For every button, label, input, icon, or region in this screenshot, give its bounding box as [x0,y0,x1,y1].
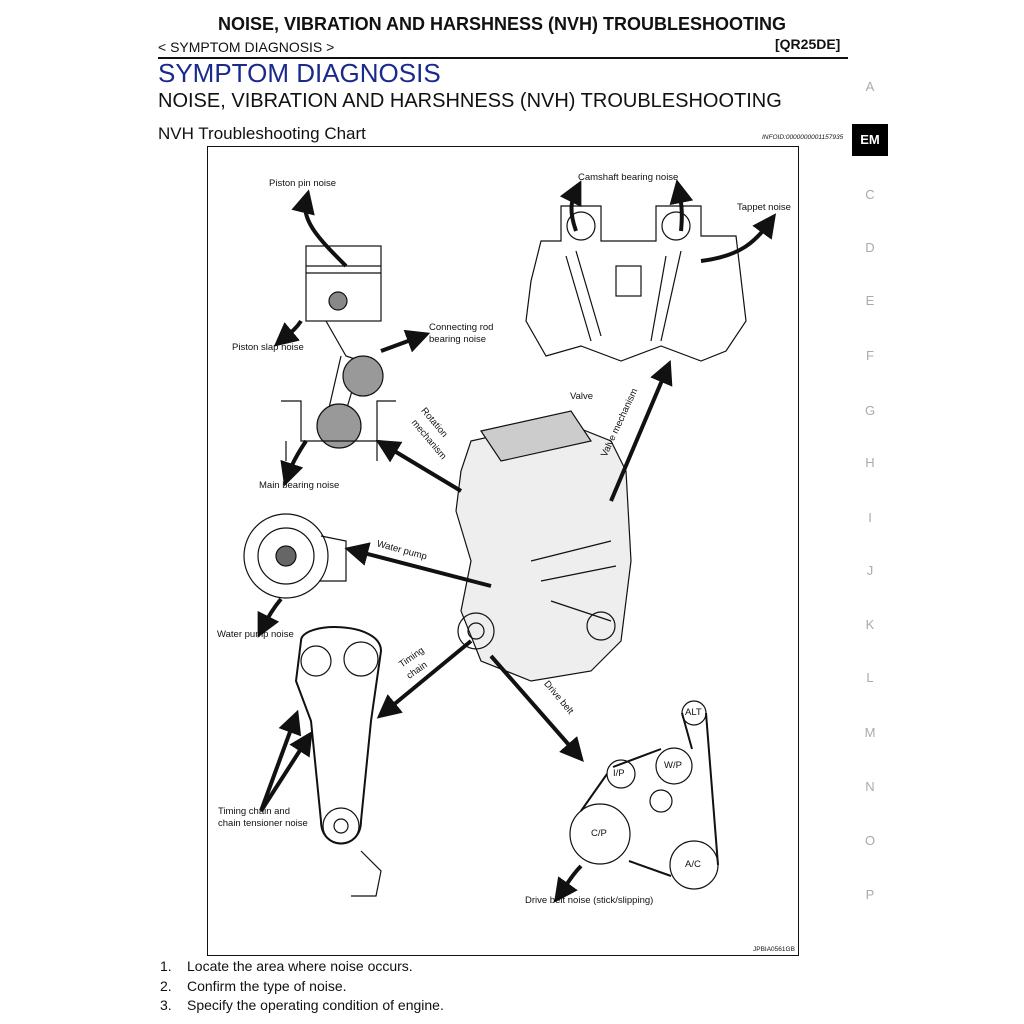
step-text: Locate the area where noise occurs. [187,958,413,974]
step-text: Confirm the type of noise. [187,978,347,994]
piston-illustration [281,245,396,461]
nvh-diagram: Piston pin noise Camshaft bearing noise … [207,146,799,956]
info-id: INFOID:0000000001157935 [762,134,844,141]
step-1: 1. Locate the area where noise occurs. [160,958,413,974]
step-number: 2. [160,978,172,994]
tab-g[interactable]: G [864,403,876,418]
diagram-drawing [243,179,777,903]
tab-d[interactable]: D [865,240,875,255]
label-connecting-rod-2: bearing noise [429,334,487,345]
label-tappet-noise: Tappet noise [737,202,791,213]
timing-chain-illustration [294,626,383,897]
label-piston-slap-noise: Piston slap noise [232,342,304,353]
engine-illustration [455,410,632,682]
tab-n[interactable]: N [865,779,875,794]
running-title: NOISE, VIBRATION AND HARSHNESS (NVH) TRO… [217,14,787,34]
label-wp: W/P [664,760,682,771]
label-piston-pin-noise: Piston pin noise [269,178,337,189]
tab-k[interactable]: K [865,617,875,632]
tab-em[interactable]: EM [852,124,888,156]
label-ip: I/P [613,768,625,779]
tab-h[interactable]: H [865,455,875,470]
step-3: 3. Specify the operating condition of eng… [160,997,444,1013]
tab-f[interactable]: F [866,348,874,363]
label-timing-noise-1: Timing chain and [218,806,290,817]
tab-p[interactable]: P [865,887,875,902]
tab-j[interactable]: J [866,563,874,578]
step-text: Specify the operating condition of engin… [187,997,444,1013]
drive-belt-illustration [569,700,719,890]
label-valve: Valve [570,391,594,402]
tab-i[interactable]: I [868,510,872,525]
label-ac: A/C [685,859,701,870]
header-divider [158,57,848,59]
figure-code: JPBIA0561GB [753,946,795,953]
step-number: 1. [160,958,172,974]
tab-o[interactable]: O [864,833,876,848]
tab-e[interactable]: E [865,293,875,308]
label-main-bearing-noise: Main bearing noise [259,480,340,491]
subsection-title: NOISE, VIBRATION AND HARSHNESS (NVH) TRO… [158,90,782,112]
label-alt: ALT [685,707,702,718]
label-drive-belt-noise: Drive belt noise (stick/slipping) [525,895,654,906]
tab-l[interactable]: L [866,670,874,685]
section-title: SYMPTOM DIAGNOSIS [158,58,441,88]
cylinder-head-illustration [525,205,747,362]
tab-a[interactable]: A [865,79,875,94]
diagram-arrows [257,179,777,903]
step-2: 2. Confirm the type of noise. [160,978,347,994]
step-number: 3. [160,997,172,1013]
label-timing-noise-2: chain tensioner noise [218,818,308,829]
label-water-pump-noise: Water pump noise [217,629,294,640]
water-pump-illustration [243,513,347,599]
label-cp: C/P [591,828,607,839]
breadcrumb: < SYMPTOM DIAGNOSIS > [158,39,335,55]
chart-title: NVH Troubleshooting Chart [158,124,366,143]
label-connecting-rod-1: Connecting rod [429,322,494,333]
engine-code: [QR25DE] [775,36,841,52]
tab-c[interactable]: C [865,187,875,202]
tab-m[interactable]: M [864,725,876,740]
label-camshaft-bearing-noise: Camshaft bearing noise [578,172,679,183]
